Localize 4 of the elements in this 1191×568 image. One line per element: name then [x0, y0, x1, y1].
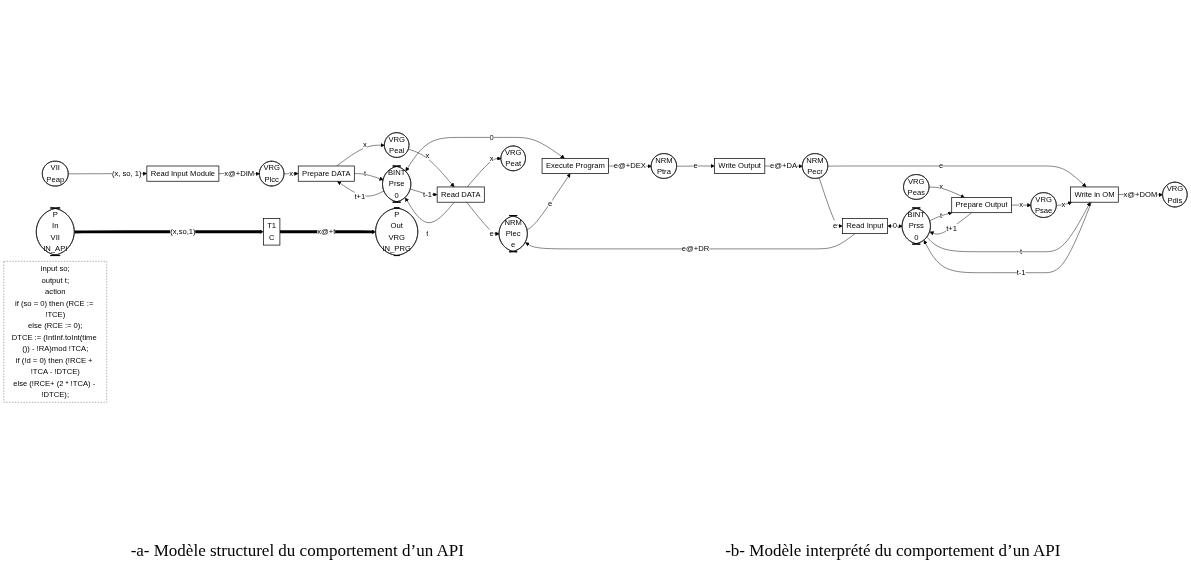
figure-caption: -a- Modèle structurel du comportement d’un API	[130, 541, 464, 561]
arrow	[74, 229, 264, 234]
arrow	[887, 223, 903, 229]
figure-caption: -b- Modèle interprété du comportement d’un API	[725, 541, 1061, 561]
